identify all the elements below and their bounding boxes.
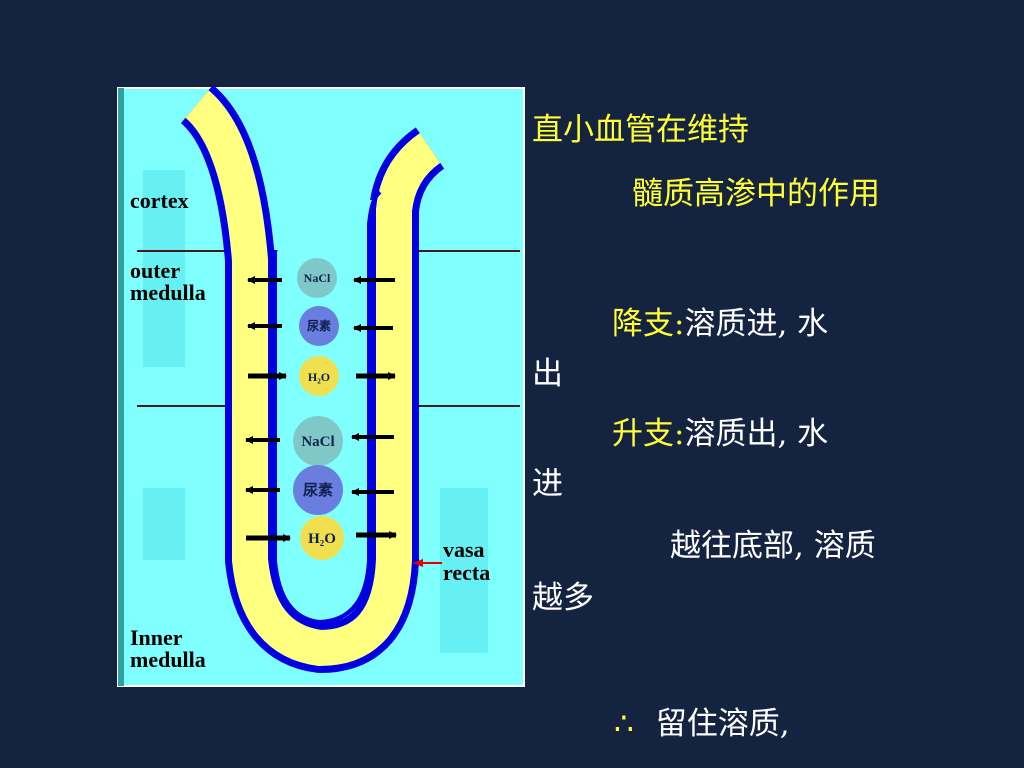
label-recta: recta [443, 560, 490, 585]
deeper-more-solute-wrap: 越多 [532, 580, 594, 616]
label-inner: Inner [130, 625, 183, 650]
ascending-limb-wrap: 进 [532, 466, 563, 502]
water-inner-circle [300, 516, 344, 560]
water-outer-circle [299, 356, 339, 396]
descending-limb-colon: : [674, 306, 685, 342]
descending-limb-label: 降支 [612, 306, 674, 342]
water-outer-label: H₂O [308, 370, 330, 384]
label-outer: outer [130, 258, 180, 283]
descending-limb-wrap: 出 [532, 356, 563, 392]
conclusion-line: ∴ 留住溶质, [614, 704, 790, 744]
urea-inner-circle [293, 465, 343, 515]
ascending-limb-colon: : [674, 416, 685, 452]
label-cortex: cortex [130, 188, 189, 213]
ascending-limb-body: 溶质出, 水 [684, 416, 829, 452]
nacl-inner-label: NaCl [301, 434, 334, 450]
urea-outer-circle [299, 306, 339, 346]
ascending-limb-line: 升支:溶质出, 水 [612, 414, 828, 454]
deeper-more-solute-line: 越往底部, 溶质 [670, 528, 876, 564]
urea-outer-label: 尿素 [307, 318, 331, 333]
descending-limb-line: 降支:溶质进, 水 [612, 304, 828, 344]
label-inner-medulla: medulla [130, 647, 206, 672]
urea-inner-label: 尿素 [303, 481, 333, 499]
title-line-1: 直小血管在维持 [532, 112, 749, 148]
bg-block-left-upper [143, 170, 185, 367]
bg-block-left-lower [143, 488, 185, 560]
descending-limb-body: 溶质进, 水 [684, 306, 829, 342]
ascending-limb-label: 升支 [612, 416, 674, 452]
panel-left-edge [118, 88, 124, 686]
label-outer-medulla: medulla [130, 280, 206, 305]
water-inner-label: H₂O [308, 531, 336, 547]
nacl-outer-label: NaCl [304, 271, 331, 285]
vasa-recta-vessel-lumen [184, 90, 441, 666]
interstitium-fill [277, 200, 372, 618]
title-line-2: 髓质高渗中的作用 [632, 176, 880, 212]
nacl-inner-circle [293, 416, 343, 466]
therefore-symbol: ∴ [614, 706, 634, 742]
nacl-outer-circle [297, 258, 337, 298]
label-vasa: vasa [443, 537, 485, 562]
bg-block-right-lower [440, 488, 488, 653]
interstitium-inside-loop [273, 190, 382, 625]
conclusion-text: 留住溶质, [655, 706, 790, 742]
